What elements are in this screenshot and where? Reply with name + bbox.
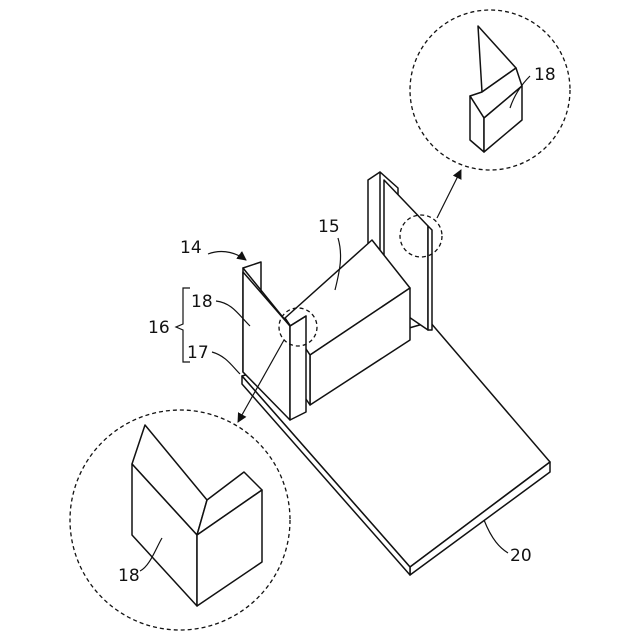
arrow-to-top-detail <box>437 170 461 218</box>
leader-base <box>484 520 508 553</box>
label-lower-layer: 17 <box>187 343 209 363</box>
label-block: 15 <box>318 217 340 237</box>
label-layer-group: 16 <box>148 318 170 338</box>
label-base: 20 <box>510 546 532 566</box>
leader-assembly <box>208 252 246 260</box>
label-assembly: 14 <box>180 238 202 258</box>
rear-wall-edge <box>428 226 432 330</box>
front-wall-front <box>290 316 306 420</box>
drawing-layer <box>70 10 570 630</box>
label-upper-layer: 18 <box>191 292 213 312</box>
leader-lower-layer <box>212 352 240 374</box>
label-detail-top: 18 <box>534 65 556 85</box>
label-detail-bottom: 18 <box>118 566 140 586</box>
